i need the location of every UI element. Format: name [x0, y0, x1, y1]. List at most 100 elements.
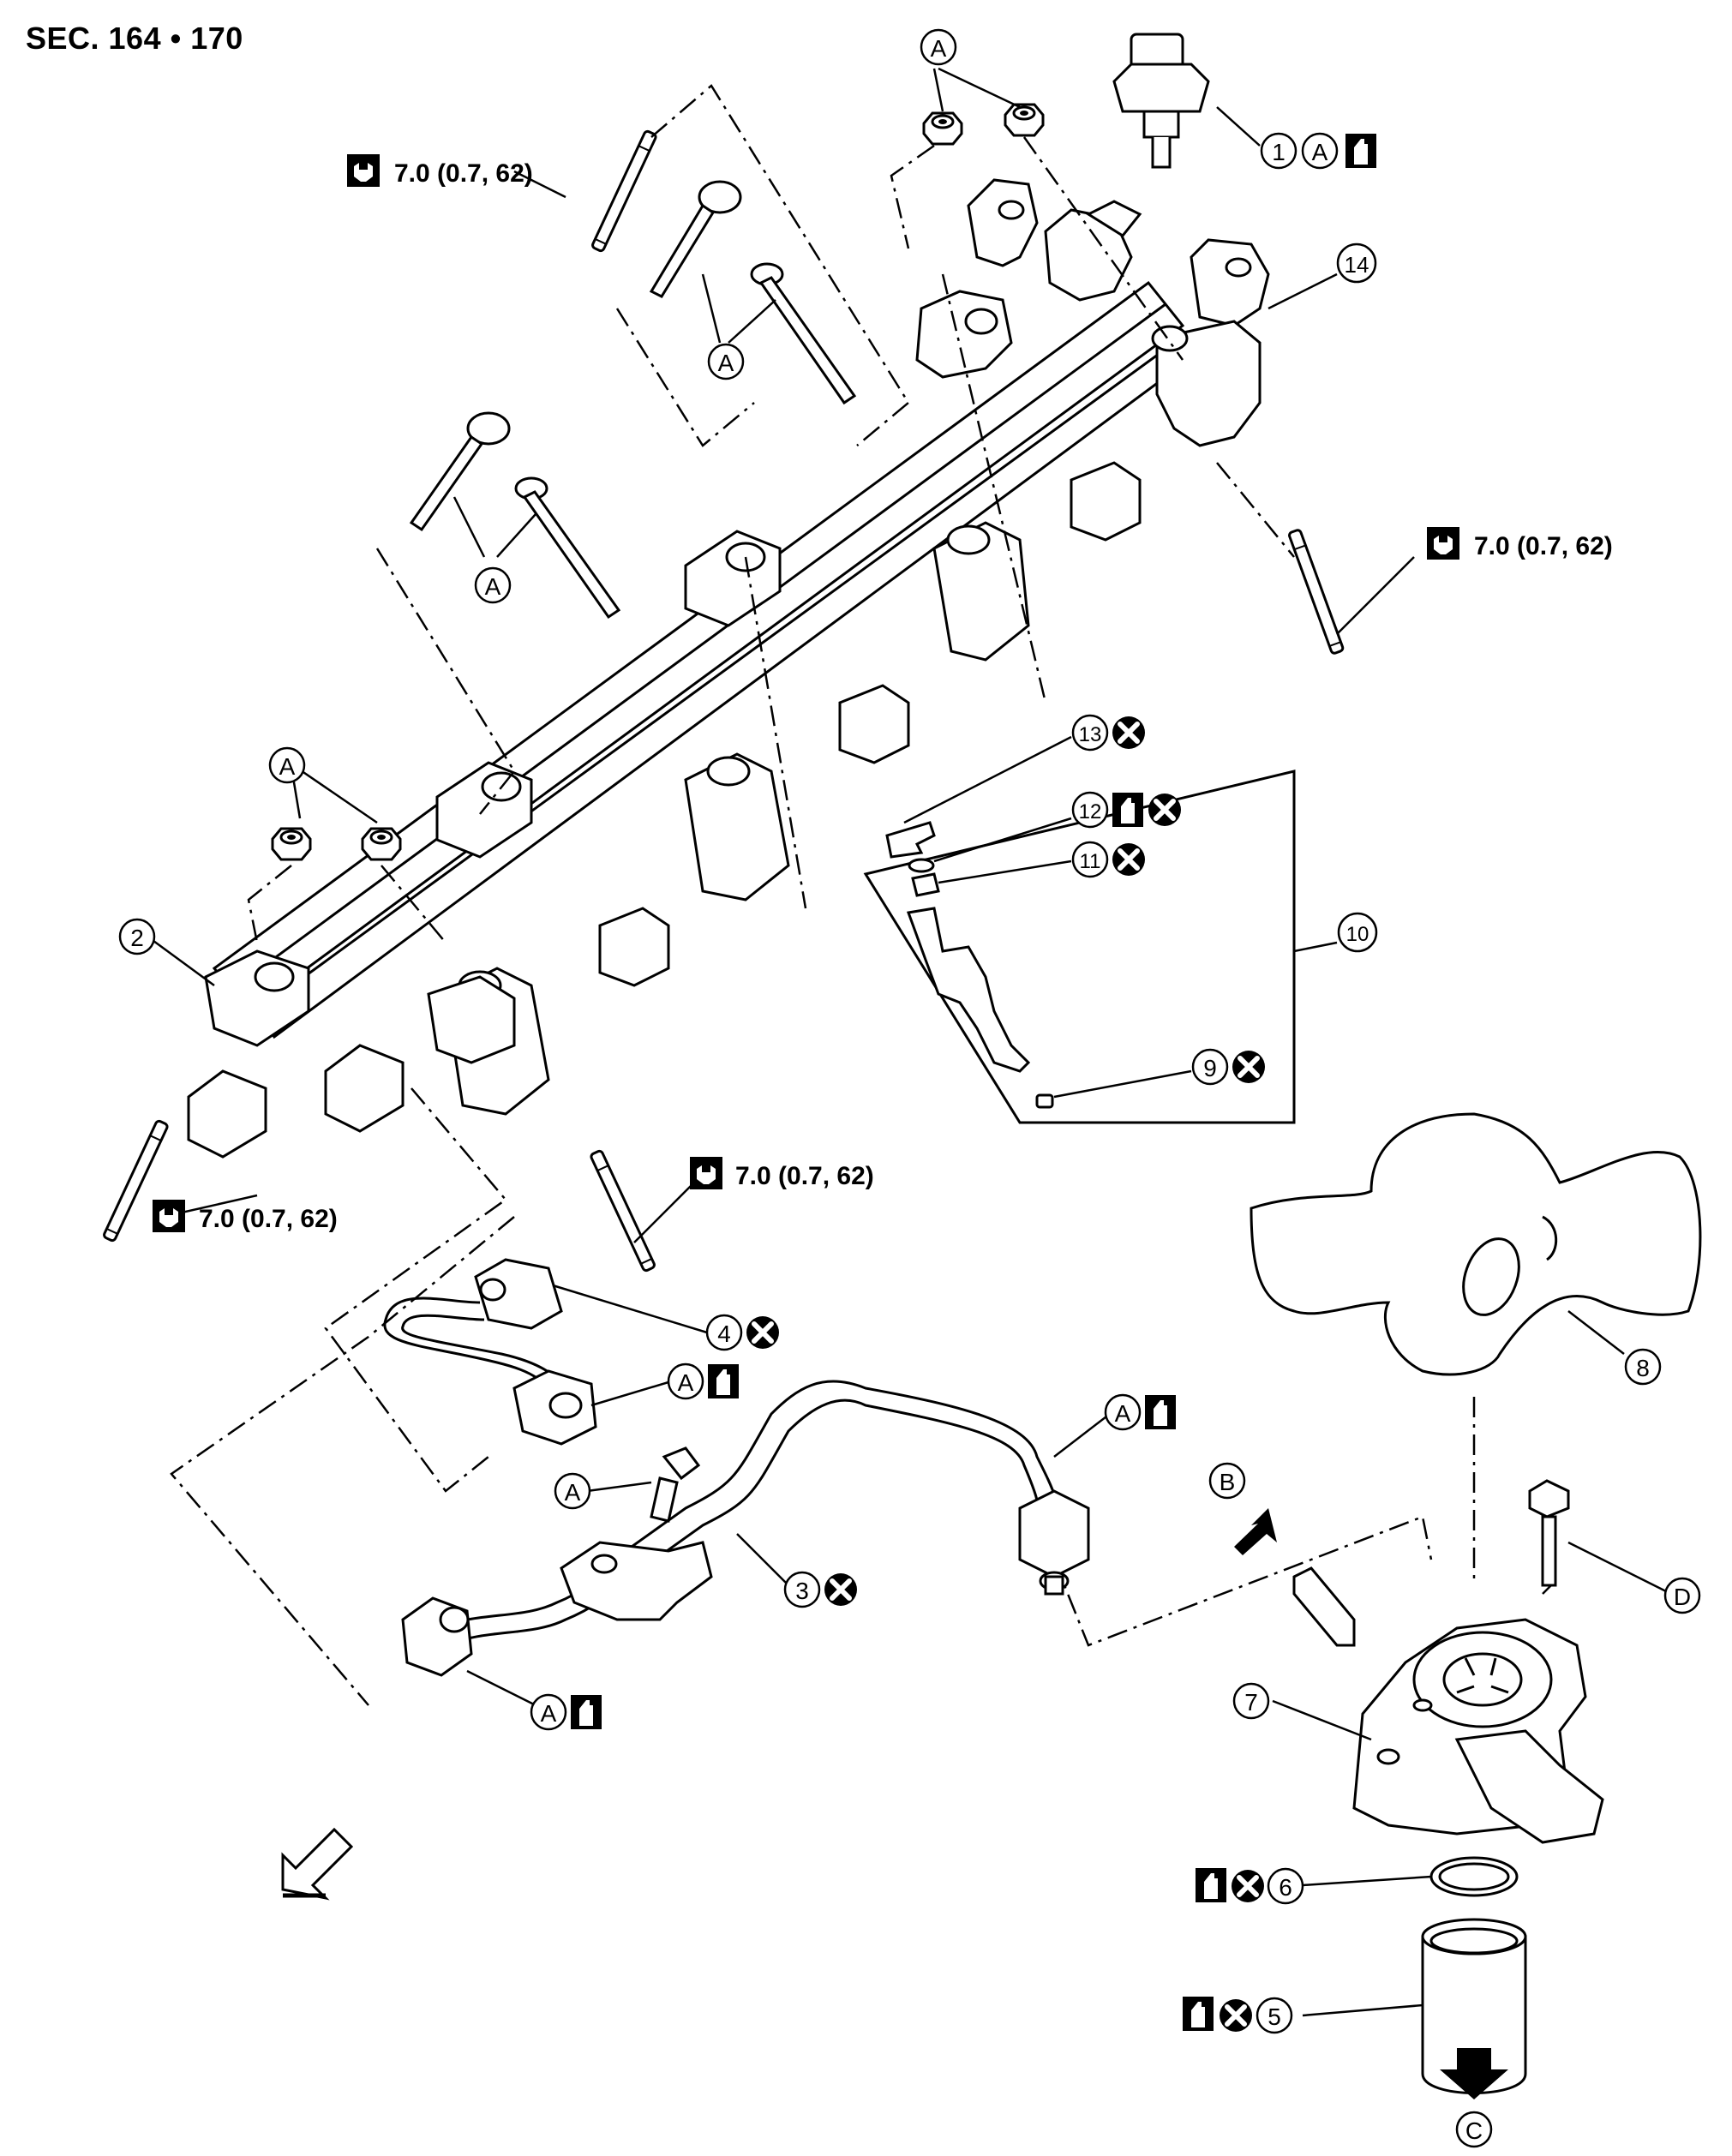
- oil-can-icon: [1145, 1395, 1176, 1429]
- callout-9: 9: [1191, 1050, 1265, 1084]
- svg-text:5: 5: [1268, 2003, 1281, 2030]
- pump-mounting-bolt: [1528, 1479, 1570, 1587]
- oil-can-icon: [1112, 793, 1143, 827]
- svg-text:7: 7: [1244, 1689, 1258, 1716]
- svg-text:8: 8: [1636, 1355, 1650, 1381]
- svg-text:4: 4: [717, 1321, 731, 1347]
- torque-wrench-icon: [347, 154, 380, 187]
- fuel-rail-tube: [212, 280, 1185, 1039]
- callout-13: 13: [1071, 716, 1145, 750]
- svg-text:11: 11: [1080, 850, 1101, 873]
- callout-1: 1 A: [1260, 132, 1376, 170]
- svg-text:A: A: [279, 753, 296, 780]
- callout-a-short-tube: A: [667, 1362, 739, 1400]
- tube-flare-nut-left: [401, 1596, 473, 1677]
- torque-wrench-icon: [153, 1200, 185, 1232]
- oil-can-icon: [708, 1364, 739, 1398]
- callout-a-nuts-left: A: [268, 746, 306, 784]
- svg-text:A: A: [718, 350, 734, 376]
- rail-bracket-rear: [1151, 238, 1270, 447]
- torque-spec-2: 7.0 (0.7, 62): [1427, 527, 1613, 560]
- rail-bolt-long-1: [590, 129, 658, 254]
- nut-left-1: [271, 827, 312, 861]
- injector-boss-1: [684, 530, 782, 627]
- do-not-reuse-icon: [746, 1316, 779, 1349]
- svg-text:6: 6: [1279, 1874, 1292, 1901]
- callout-4: 4: [705, 1315, 779, 1350]
- rail-bolt-4: [409, 411, 511, 532]
- svg-text:D: D: [1674, 1584, 1691, 1610]
- do-not-reuse-icon: [1232, 1870, 1264, 1902]
- svg-text:A: A: [931, 35, 947, 62]
- rail-stud-middle: [589, 1148, 657, 1273]
- rail-bolt-5: [514, 476, 621, 620]
- torque-wrench-icon: [690, 1157, 722, 1189]
- oil-can-icon: [1183, 1997, 1214, 2031]
- svg-text:12: 12: [1079, 800, 1102, 823]
- dashed-guides: [170, 84, 1552, 1706]
- leader-lines: [149, 67, 1672, 2017]
- svg-text:C: C: [1465, 2117, 1483, 2144]
- svg-text:A: A: [678, 1369, 694, 1396]
- do-not-reuse-icon: [1232, 1051, 1265, 1083]
- svg-text:14: 14: [1345, 252, 1369, 278]
- svg-text:A: A: [565, 1479, 581, 1506]
- callout-d: D: [1663, 1577, 1701, 1614]
- callout-a-bracket-bolt: A: [554, 1472, 591, 1510]
- callout-8: 8: [1624, 1348, 1662, 1386]
- do-not-reuse-icon: [1148, 794, 1181, 826]
- svg-text:3: 3: [795, 1578, 809, 1604]
- callout-c: C: [1455, 2111, 1493, 2148]
- callout-a-top: A: [920, 28, 957, 66]
- front-direction-arrow-icon: [281, 1827, 354, 1901]
- high-pressure-fuel-tube: [436, 1380, 1059, 1647]
- fuel-pressure-sensor: [1112, 33, 1210, 169]
- callout-a-tube-left: A: [530, 1693, 602, 1731]
- rail-bolt-2: [649, 180, 742, 298]
- torque-value: 7.0 (0.7, 62): [1474, 532, 1613, 560]
- torque-value: 7.0 (0.7, 62): [394, 159, 533, 188]
- callout-10: 10: [1337, 912, 1378, 953]
- svg-text:A: A: [541, 1700, 557, 1727]
- torque-spec-1: 7.0 (0.7, 62): [347, 154, 533, 188]
- injector-boss-4: [684, 752, 790, 901]
- svg-text:B: B: [1220, 1469, 1236, 1495]
- svg-text:A: A: [485, 573, 501, 600]
- torque-spec-3: 7.0 (0.7, 62): [690, 1157, 874, 1190]
- rail-bracket-front-upper: [915, 178, 1039, 379]
- callout-7: 7: [1232, 1682, 1270, 1720]
- callout-5: 5: [1183, 1997, 1293, 2033]
- callout-a-tube-right: A: [1104, 1393, 1176, 1431]
- svg-text:13: 13: [1079, 723, 1102, 746]
- do-not-reuse-icon: [1220, 1999, 1252, 2032]
- callout-12: 12: [1071, 793, 1181, 827]
- torque-wrench-icon: [1427, 527, 1459, 560]
- section-title: SEC. 164 • 170: [26, 21, 243, 56]
- fuel-pressure-sensor-mount: [1044, 200, 1142, 302]
- direction-arrow-b: [1234, 1508, 1277, 1555]
- svg-text:A: A: [1115, 1400, 1131, 1427]
- injector-cups: [187, 461, 1142, 1159]
- torque-value: 7.0 (0.7, 62): [735, 1162, 874, 1190]
- callout-b: B: [1208, 1462, 1246, 1500]
- fuel-pump-assembly: [1292, 1566, 1604, 1844]
- callout-a-bolts-mid: A: [474, 566, 512, 604]
- oil-can-icon: [571, 1695, 602, 1729]
- callout-2: 2: [118, 918, 156, 955]
- nut-left-2: [361, 827, 402, 861]
- direction-arrow-c: [1440, 2048, 1508, 2099]
- torque-spec-4: 7.0 (0.7, 62): [153, 1200, 338, 1233]
- fuel-pump-insulator-cover: [1250, 1112, 1702, 1376]
- callout-14: 14: [1336, 243, 1377, 284]
- nut-upper-2: [1004, 103, 1045, 137]
- rail-stud-right: [1286, 528, 1345, 656]
- svg-text:A: A: [1312, 139, 1328, 165]
- callout-6: 6: [1196, 1868, 1304, 1903]
- injector-boss-2: [932, 521, 1030, 662]
- pump-o-ring: [1429, 1856, 1519, 1897]
- oil-can-icon: [1196, 1868, 1226, 1902]
- do-not-reuse-icon: [824, 1573, 857, 1606]
- torque-value: 7.0 (0.7, 62): [199, 1205, 338, 1233]
- rail-bolt-3: [750, 262, 857, 405]
